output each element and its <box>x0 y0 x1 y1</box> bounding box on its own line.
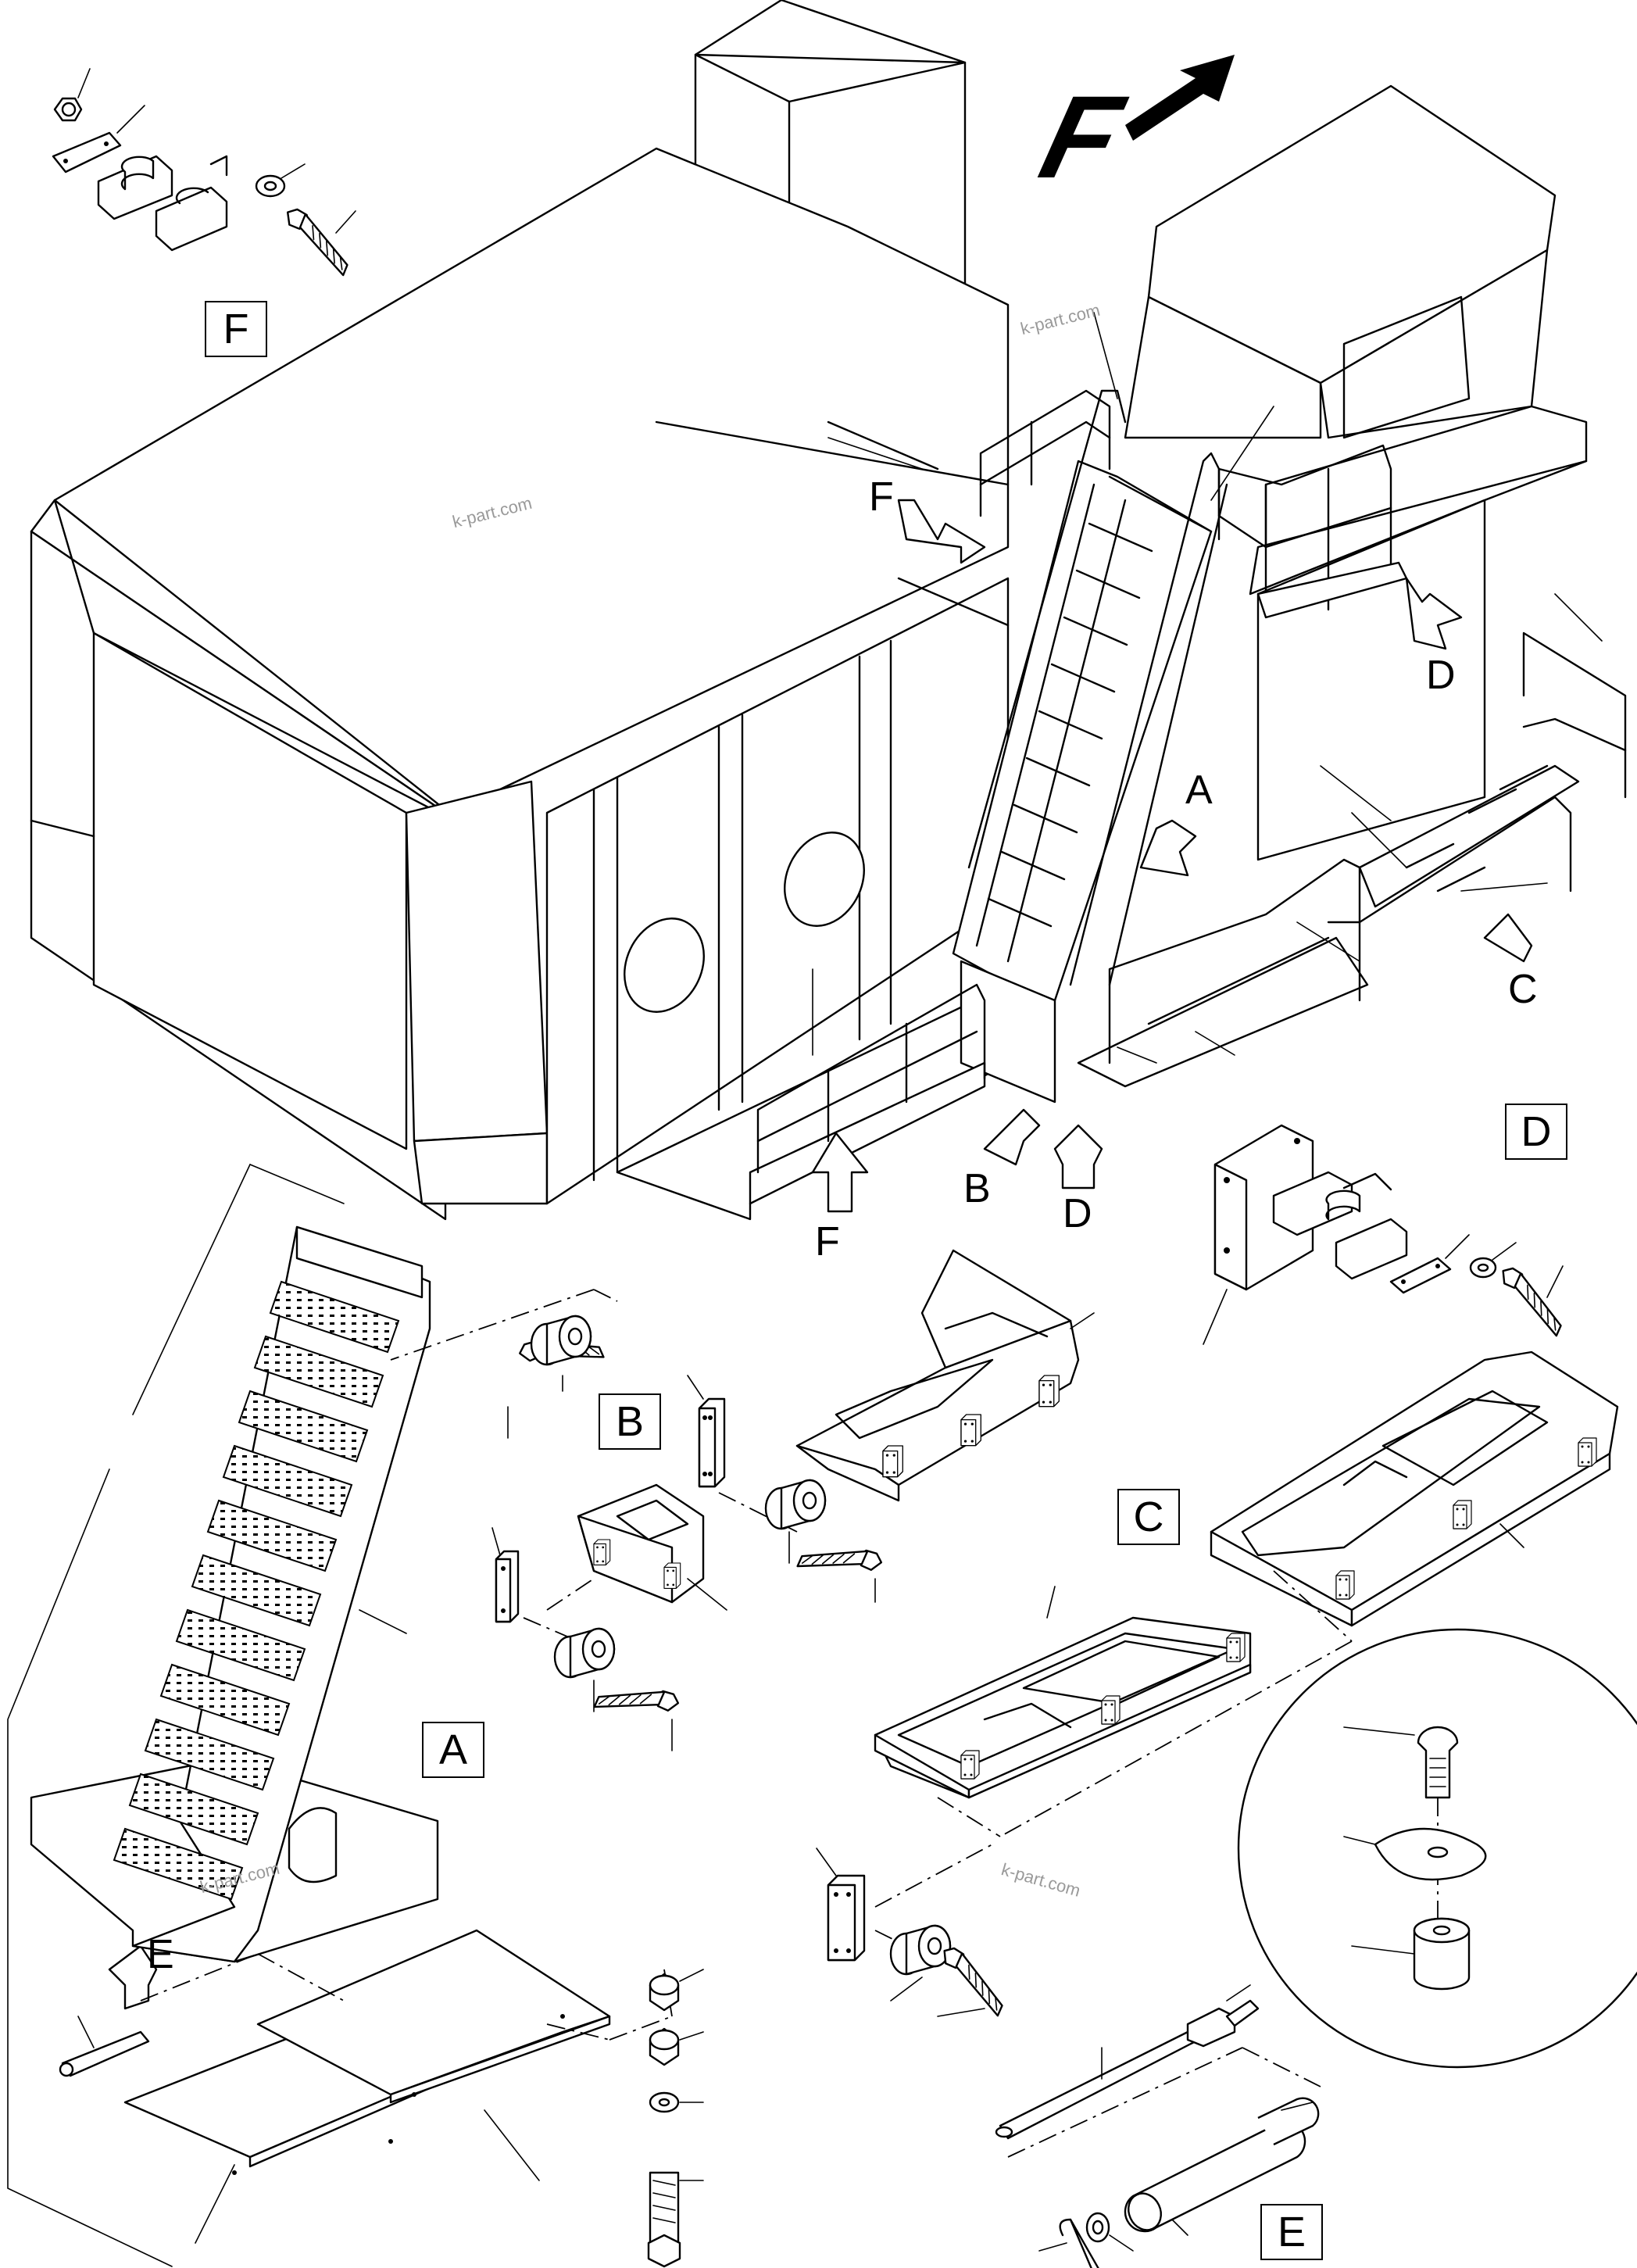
detail-label-text: B <box>615 1398 645 1445</box>
detail-a-staircase <box>7 1164 439 2267</box>
callout-d-upper: D <box>1426 653 1456 698</box>
direction-arrow-icon <box>1125 55 1235 141</box>
callout-f-upper: F <box>869 474 894 520</box>
detail-fastener-circle <box>1237 1628 1637 2069</box>
lower-platform-right <box>1077 631 1627 1088</box>
callout-d-lower: D <box>1063 1191 1092 1236</box>
detail-f-clamp <box>52 68 361 277</box>
callout-c: C <box>1508 967 1538 1012</box>
callout-f-lower: F <box>815 1219 840 1265</box>
detail-f-label: F <box>205 301 267 357</box>
detail-e-hinge-pin <box>995 1984 1321 2268</box>
detail-d-label: D <box>1505 1104 1567 1160</box>
detail-d-clamp <box>1203 1124 1575 1345</box>
detail-e-label: E <box>1260 2204 1323 2260</box>
detail-e-step-plates <box>59 1929 704 2268</box>
detail-a-label: A <box>422 1722 484 1778</box>
detail-a-bolts <box>390 1289 618 1439</box>
machine-body <box>30 0 1010 1221</box>
callout-b: B <box>963 1166 991 1211</box>
view-arrow-icon <box>108 499 1533 2010</box>
detail-label-text: F <box>223 306 249 352</box>
detail-c-label: C <box>1117 1489 1180 1545</box>
detail-label-text: C <box>1133 1494 1164 1540</box>
operator-cab <box>1124 84 1588 861</box>
callout-a: A <box>1185 767 1213 813</box>
detail-label-text: D <box>1521 1108 1552 1155</box>
detail-b-brackets <box>491 1249 1095 1751</box>
leader-lines <box>812 312 1603 1064</box>
detail-label-text: E <box>1277 2209 1306 2255</box>
lower-platform-left <box>749 983 986 1205</box>
detail-label-text: A <box>438 1726 468 1773</box>
callout-e: E <box>147 1932 174 1977</box>
detail-b-label: B <box>599 1393 661 1450</box>
upper-railing-left <box>979 389 1111 517</box>
detail-c-platforms <box>816 1350 1619 2017</box>
